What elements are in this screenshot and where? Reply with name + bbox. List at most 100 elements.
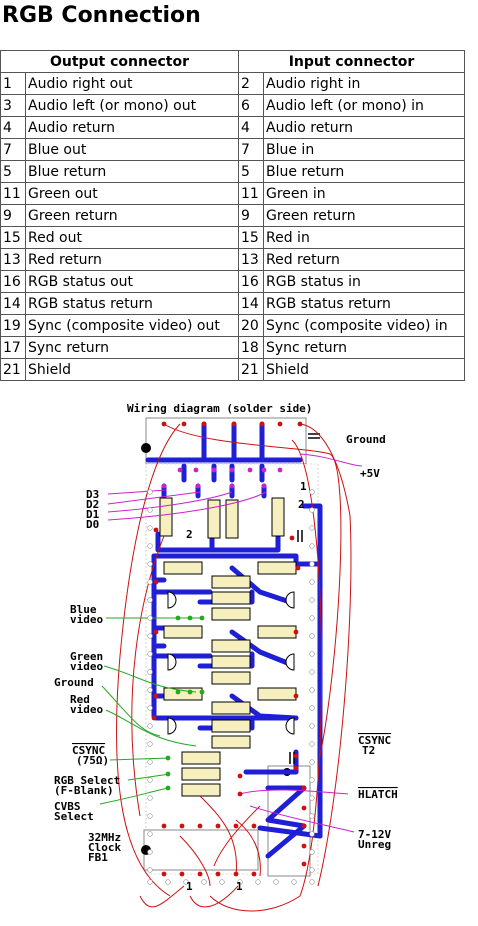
resistor — [225, 499, 239, 539]
resistor — [211, 639, 251, 653]
pad — [309, 615, 315, 621]
label-rgb-1: RGB Select — [54, 774, 120, 787]
pad — [147, 579, 153, 585]
resistor — [181, 751, 221, 765]
in-name-cell: Green return — [263, 204, 465, 227]
pad — [147, 597, 153, 603]
out-name-cell: Blue return — [25, 160, 239, 183]
label-blue-2: video — [70, 613, 103, 626]
pad — [197, 823, 203, 829]
pad — [147, 525, 153, 531]
pad — [147, 507, 153, 513]
label-d3: D3 — [86, 488, 99, 501]
pad — [165, 771, 171, 777]
pad — [153, 629, 159, 635]
out-pin-cell: 4 — [0, 116, 26, 139]
pad — [179, 871, 185, 877]
transistor — [285, 653, 295, 671]
resistor — [163, 625, 203, 639]
pad — [147, 849, 153, 855]
in-name-cell: Green in — [263, 182, 465, 205]
in-name-cell: Red in — [263, 226, 465, 249]
out-pin-cell: 16 — [0, 270, 26, 293]
pad — [309, 795, 315, 801]
out-pin-cell: 3 — [0, 94, 26, 117]
pad — [233, 871, 239, 877]
pad — [147, 543, 153, 549]
pad — [273, 879, 279, 885]
label-green-1: Green — [70, 650, 103, 663]
pad — [309, 849, 315, 855]
resistor — [211, 655, 251, 669]
out-name-cell: Audio right out — [25, 72, 239, 95]
capacitor — [289, 752, 295, 764]
in-name-cell: Red return — [263, 248, 465, 271]
pad — [147, 669, 153, 675]
label-clock-1: 32MHz — [88, 831, 121, 844]
in-pin-cell: 21 — [238, 358, 264, 381]
pad — [177, 467, 183, 473]
pad — [233, 823, 239, 829]
pad — [147, 489, 153, 495]
pad — [309, 723, 315, 729]
pad — [237, 773, 243, 779]
pad — [277, 467, 283, 473]
transistor — [167, 591, 177, 609]
label-red-1: Red — [70, 693, 90, 706]
pad — [147, 633, 153, 639]
pad — [237, 791, 243, 797]
pad — [309, 633, 315, 639]
page-title: RGB Connection — [2, 3, 201, 28]
transistors — [167, 591, 295, 735]
pad — [309, 879, 315, 885]
label-green-2: video — [70, 660, 103, 673]
resistor — [211, 719, 251, 733]
in-pin-cell: 14 — [238, 292, 264, 315]
out-name-cell: RGB status return — [25, 292, 239, 315]
wiring-diagram: Wiring diagram (solder side) — [54, 402, 398, 912]
pad — [211, 467, 217, 473]
pad — [309, 579, 315, 585]
out-pin-cell: 19 — [0, 314, 26, 337]
resistor — [211, 735, 251, 749]
in-pin-cell: 16 — [238, 270, 264, 293]
pad — [201, 421, 207, 427]
pad — [301, 861, 307, 867]
oscillator-outline — [143, 829, 259, 871]
out-name-cell: Red out — [25, 226, 239, 249]
pad — [251, 871, 257, 877]
out-pin-cell: 7 — [0, 138, 26, 161]
out-name-cell: Red return — [25, 248, 239, 271]
pad — [301, 823, 307, 829]
pad — [309, 759, 315, 765]
pad — [309, 687, 315, 693]
pad — [309, 597, 315, 603]
in-name-cell: Blue in — [263, 138, 465, 161]
pad — [175, 689, 181, 695]
capacitor — [308, 433, 320, 439]
pad — [199, 689, 205, 695]
pad — [293, 753, 299, 759]
pad — [161, 421, 167, 427]
in-pin-cell: 13 — [238, 248, 264, 271]
pad — [215, 871, 221, 877]
pad — [161, 823, 167, 829]
pad — [179, 823, 185, 829]
output-connector-header: Output connector — [0, 50, 239, 73]
label-d1: D1 — [86, 508, 100, 521]
pad — [147, 561, 153, 567]
pad — [295, 565, 301, 571]
resistor — [181, 767, 221, 781]
resistor — [211, 607, 251, 621]
pad — [291, 879, 297, 885]
pad — [309, 651, 315, 657]
magenta-wires — [107, 453, 363, 833]
pad — [309, 543, 315, 549]
pad — [309, 669, 315, 675]
in-name-cell: Audio return — [263, 116, 465, 139]
transistor — [285, 591, 295, 609]
